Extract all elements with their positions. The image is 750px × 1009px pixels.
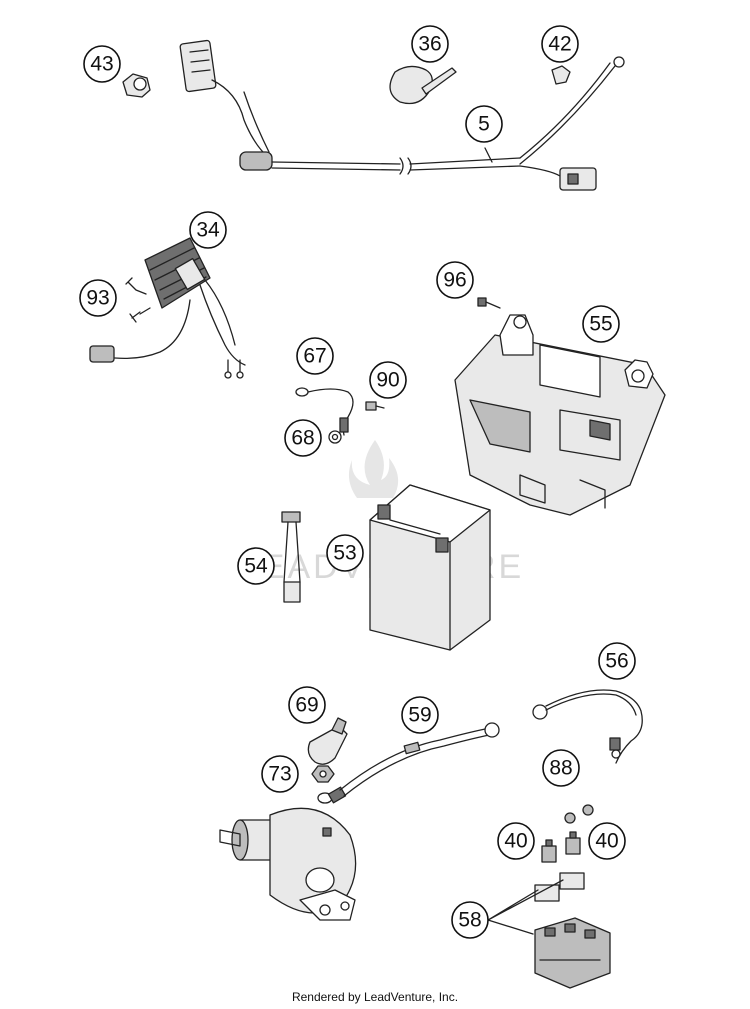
svg-text:34: 34 [196, 219, 220, 242]
callout-67: 67 [296, 337, 334, 375]
battery-strap-part [281, 511, 301, 603]
battery-cable-part [532, 689, 643, 764]
screws-part [125, 277, 151, 323]
callout-40-left: 40 [497, 822, 535, 860]
svg-text:96: 96 [443, 269, 466, 292]
starter-motor-part [219, 807, 357, 921]
footer-credit: Rendered by LeadVenture, Inc. [291, 990, 459, 1004]
svg-text:58: 58 [458, 909, 481, 932]
clamp-part [122, 73, 151, 98]
callout-42: 42 [541, 25, 579, 63]
svg-text:55: 55 [589, 313, 612, 336]
svg-text:53: 53 [333, 542, 356, 565]
svg-text:90: 90 [376, 369, 399, 392]
clip-part [551, 65, 571, 85]
callout-58: 58 [451, 901, 489, 939]
lock-washer-part [328, 430, 342, 444]
svg-text:5: 5 [478, 113, 490, 136]
svg-text:69: 69 [295, 694, 318, 717]
callout-53: 53 [326, 534, 364, 572]
callout-55: 55 [582, 305, 620, 343]
svg-text:59: 59 [408, 704, 431, 727]
svg-text:73: 73 [268, 763, 291, 786]
cable-tie-part [389, 65, 457, 105]
callout-90: 90 [369, 361, 407, 399]
battery-part [369, 484, 491, 651]
svg-text:54: 54 [244, 555, 268, 578]
svg-text:42: 42 [548, 33, 571, 56]
callout-56: 56 [598, 642, 636, 680]
ground-cable-part [295, 387, 354, 436]
starter-relay-part [487, 872, 611, 989]
svg-text:93: 93 [86, 287, 109, 310]
svg-text:43: 43 [90, 53, 113, 76]
svg-text:40: 40 [595, 830, 618, 853]
voltage-regulator-part [89, 237, 246, 379]
battery-box-part [454, 314, 666, 516]
callout-73: 73 [261, 755, 299, 793]
callout-5: 5 [465, 105, 503, 143]
svg-text:67: 67 [303, 345, 326, 368]
bolt-part [477, 297, 501, 309]
fuses-part [541, 831, 581, 863]
callout-93: 93 [79, 279, 117, 317]
starter-cable-part [317, 722, 500, 804]
terminal-bolt-part [365, 401, 385, 411]
callout-36: 36 [411, 25, 449, 63]
callout-88: 88 [542, 749, 580, 787]
svg-text:36: 36 [418, 33, 441, 56]
callout-40-right: 40 [588, 822, 626, 860]
wiring-harness-part [179, 39, 625, 191]
callout-69: 69 [288, 686, 326, 724]
callout-34: 34 [189, 211, 227, 249]
nut-part [311, 765, 335, 783]
svg-text:68: 68 [291, 427, 314, 450]
callout-54: 54 [237, 547, 275, 585]
terminal-boot-part [307, 717, 348, 765]
relay-screws-part [564, 804, 594, 824]
svg-text:40: 40 [504, 830, 527, 853]
callout-68: 68 [284, 419, 322, 457]
callout-96: 96 [436, 261, 474, 299]
svg-text:56: 56 [605, 650, 628, 673]
svg-text:88: 88 [549, 757, 572, 780]
callout-59: 59 [401, 696, 439, 734]
callout-43: 43 [83, 45, 121, 83]
